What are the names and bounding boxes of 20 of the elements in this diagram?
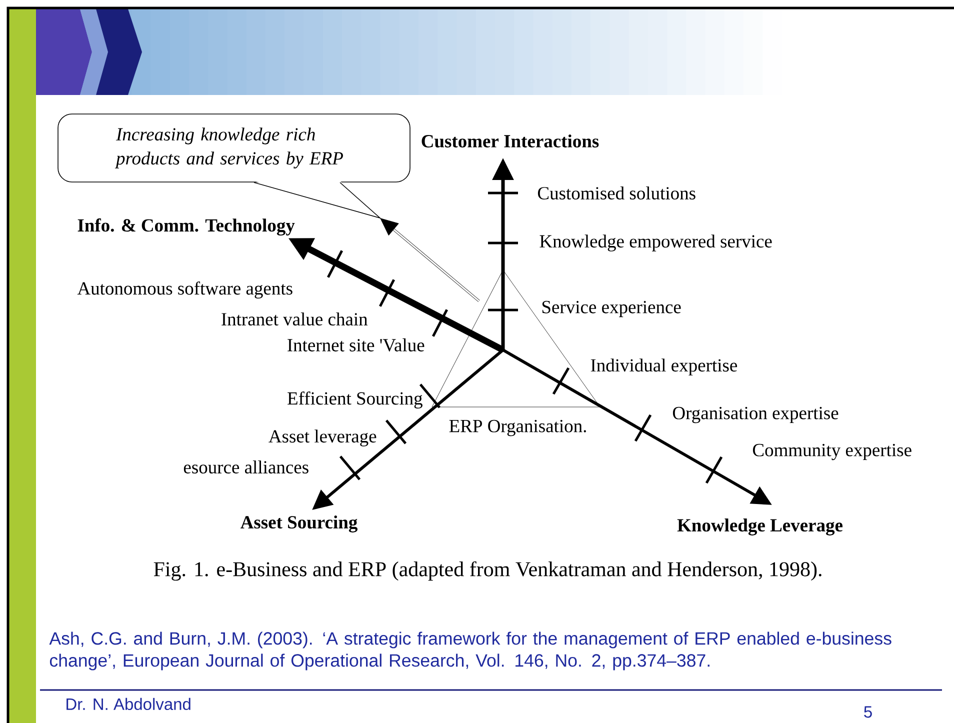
axis-title: Info. & Comm. Technology [78, 218, 295, 236]
tick-label: Organisation expertise [672, 406, 838, 424]
node-label: ERP Organisation. [449, 420, 586, 436]
page-number: 5 [864, 706, 872, 718]
tick-label: Autonomous software agents [77, 281, 292, 298]
speech-bubble: Increasing knowledge rich products and services by ERP [58, 114, 410, 219]
tick-label: esource alliances [184, 460, 308, 474]
arrow [380, 218, 480, 302]
reference-text: Ash, C.G. and Burn, J.M. (2003). ‘A strategic framework for the management of ERP enabled e-business change’, European Journal of Operational Research, Vol. 146, No. 2, pp.374–387. [49, 632, 892, 670]
axis-title: Knowledge Leverage [677, 518, 842, 536]
tick-label: Community expertise [752, 444, 912, 460]
figure-caption: Fig. 1. e-Business and ERP (adapted from Venkatraman and Henderson, 1998). [154, 561, 822, 581]
tick-label: Knowledge empowered service [540, 234, 772, 252]
author-name: Dr. N. Abdolvand [66, 698, 190, 710]
tick-label: Intranet value chain [222, 312, 368, 326]
tick-label: Individual expertise [590, 358, 738, 376]
axis-title: Asset Sourcing [240, 516, 358, 532]
tick-label: Service experience [542, 300, 681, 318]
tick-label: Asset leverage [268, 430, 376, 446]
tick-label: Customised solutions [538, 186, 696, 200]
